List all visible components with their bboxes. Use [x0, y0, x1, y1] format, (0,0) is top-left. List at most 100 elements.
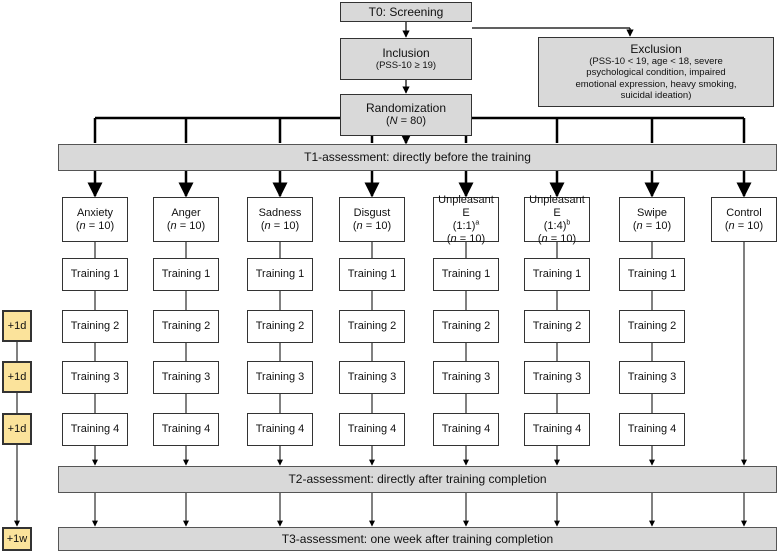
- exclusion-line: emotional expression, heavy smoking,: [575, 78, 737, 90]
- training-box: Training 4: [433, 413, 499, 446]
- group-n-var: n: [636, 219, 643, 232]
- group-n-var: n: [170, 219, 177, 232]
- randomization-n-var: N: [389, 115, 398, 127]
- group-name: Unpleasant E: [438, 193, 494, 219]
- group-n-var: n: [728, 219, 735, 232]
- training-box: Training 4: [339, 413, 405, 446]
- training-box: Training 3: [339, 361, 405, 394]
- group-name: Disgust: [353, 206, 391, 219]
- training-box: Training 2: [62, 310, 128, 343]
- group-header: Sadness(n = 10): [247, 197, 313, 242]
- group-header: Disgust(n = 10): [339, 197, 405, 242]
- training-label: Training 2: [441, 320, 491, 332]
- group-n-value: = 10: [176, 219, 202, 232]
- group-n-var: n: [79, 219, 86, 232]
- training-label: Training 1: [70, 268, 120, 280]
- t3-assessment-bar: T3-assessment: one week after training c…: [58, 527, 777, 551]
- training-box: Training 3: [247, 361, 313, 394]
- training-label: Training 4: [70, 423, 120, 435]
- group-n-value: = 10: [547, 232, 573, 245]
- group-name: Anger: [171, 206, 201, 219]
- group-header: Swipe(n = 10): [619, 197, 685, 242]
- group-name: Swipe: [637, 206, 667, 219]
- training-label: Training 3: [70, 371, 120, 383]
- interval-label: +1w: [6, 532, 28, 545]
- training-label: Training 2: [255, 320, 305, 332]
- training-label: Training 4: [532, 423, 582, 435]
- group-header: Unpleasant E(1:1)a(n = 10): [433, 194, 499, 245]
- training-box: Training 3: [524, 361, 590, 394]
- training-box: Training 1: [524, 258, 590, 291]
- training-label: Training 2: [161, 320, 211, 332]
- interval-label: +1d: [7, 370, 27, 383]
- training-box: Training 1: [247, 258, 313, 291]
- training-label: Training 2: [627, 320, 677, 332]
- training-label: Training 3: [441, 371, 491, 383]
- group-name: Unpleasant E: [529, 193, 585, 219]
- group-header: Anger(n = 10): [153, 197, 219, 242]
- group-footnote-marker: b: [566, 218, 571, 226]
- interval-label: +1d: [7, 422, 27, 435]
- training-label: Training 4: [441, 423, 491, 435]
- group-name: Anxiety: [76, 206, 114, 219]
- training-box: Training 2: [433, 310, 499, 343]
- group-n-value: = 10: [734, 219, 760, 232]
- exclusion-box: Exclusion (PSS-10 < 19, age < 18, severe…: [538, 37, 774, 107]
- group-ratio: (1:1): [452, 219, 476, 232]
- screening-box: T0: Screening: [340, 2, 472, 22]
- training-label: Training 1: [255, 268, 305, 280]
- training-box: Training 4: [524, 413, 590, 446]
- group-name-line: Unpleasant E: [525, 194, 589, 220]
- group-ratio: (1:4): [543, 219, 567, 232]
- training-label: Training 4: [255, 423, 305, 435]
- training-label: Training 2: [347, 320, 397, 332]
- training-label: Training 1: [441, 268, 491, 280]
- group-name-line: Disgust: [354, 207, 391, 220]
- training-box: Training 1: [153, 258, 219, 291]
- group-name: Sadness: [258, 206, 302, 219]
- training-box: Training 1: [339, 258, 405, 291]
- group-name: Control: [726, 206, 762, 219]
- training-box: Training 2: [153, 310, 219, 343]
- interval-label: +1d: [7, 319, 27, 332]
- group-n: (n = 10): [446, 232, 486, 245]
- training-box: Training 2: [339, 310, 405, 343]
- training-label: Training 1: [532, 268, 582, 280]
- group-n-value: = 10: [85, 219, 111, 232]
- group-n: (n = 10): [260, 219, 300, 232]
- group-header: Anxiety(n = 10): [62, 197, 128, 242]
- interval-box: +1d: [2, 361, 32, 393]
- training-box: Training 4: [619, 413, 685, 446]
- group-n: (n = 10): [724, 219, 764, 232]
- interval-box: +1w: [2, 527, 32, 551]
- group-n-var: n: [264, 219, 271, 232]
- group-name-line: Anxiety: [77, 207, 113, 220]
- inclusion-criterion: (PSS-10 ≥ 19): [375, 59, 437, 71]
- group-name-line: Control: [726, 207, 761, 220]
- training-label: Training 2: [532, 320, 582, 332]
- t2-assessment-bar: T2-assessment: directly after training c…: [58, 466, 777, 493]
- training-label: Training 3: [627, 371, 677, 383]
- group-name-line: Unpleasant E: [434, 194, 498, 220]
- group-n-value: = 10: [456, 232, 482, 245]
- group-n-value: = 10: [642, 219, 668, 232]
- training-box: Training 3: [619, 361, 685, 394]
- group-n-var: n: [541, 232, 548, 245]
- training-box: Training 1: [62, 258, 128, 291]
- group-n-var: n: [356, 219, 363, 232]
- training-box: Training 2: [619, 310, 685, 343]
- training-box: Training 2: [524, 310, 590, 343]
- group-n: (n = 10): [166, 219, 206, 232]
- training-box: Training 4: [247, 413, 313, 446]
- t1-assessment-bar: T1-assessment: directly before the train…: [58, 144, 777, 171]
- exclusion-line: suicidal ideation): [620, 90, 692, 101]
- randomization-title: Randomization: [365, 101, 447, 115]
- randomization-box: Randomization (N = 80): [340, 94, 472, 136]
- group-header: Control(n = 10): [711, 197, 777, 242]
- exclusion-title: Exclusion: [630, 41, 682, 56]
- training-box: Training 3: [153, 361, 219, 394]
- training-box: Training 4: [153, 413, 219, 446]
- group-n-var: n: [450, 232, 457, 245]
- randomization-n: (N = 80): [385, 115, 427, 127]
- exclusion-line: psychological condition, impaired: [586, 67, 726, 78]
